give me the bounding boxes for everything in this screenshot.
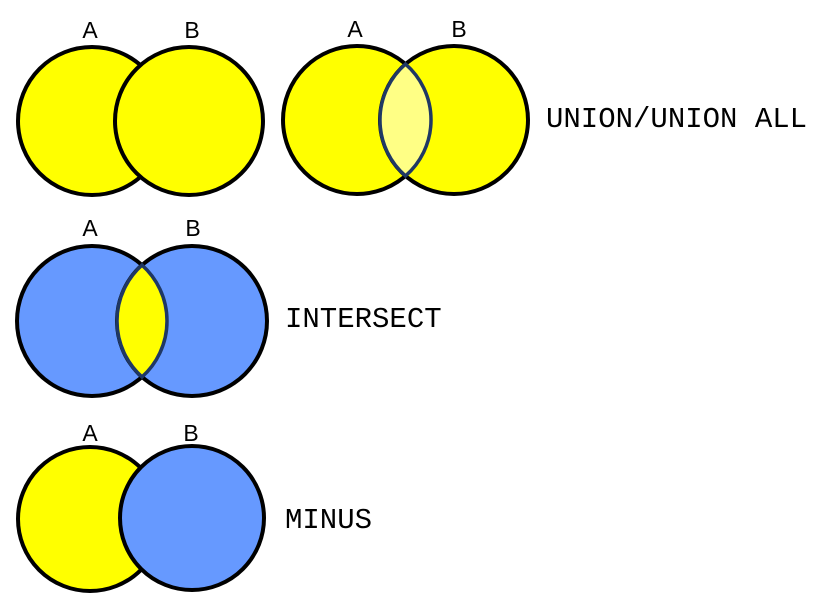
minus-row: A B MINUS	[16, 420, 372, 593]
union-diagram-left: A B	[16, 17, 265, 197]
minus-circle-b	[118, 444, 266, 592]
operation-label-union: UNION/UNION ALL	[546, 103, 807, 136]
union-right-label-a: A	[347, 16, 363, 42]
union-left-label-b: B	[184, 17, 199, 43]
operation-label-intersect: INTERSECT	[285, 303, 442, 336]
intersect-label-b: B	[185, 215, 200, 241]
operation-label-minus: MINUS	[285, 504, 372, 537]
union-right-label-b: B	[451, 16, 466, 42]
intersect-overlap-lens	[115, 262, 169, 380]
minus-label-a: A	[82, 420, 98, 446]
intersect-row: A B INTERSECT	[15, 215, 442, 398]
union-diagram-right: A B	[281, 16, 530, 196]
minus-label-b: B	[183, 420, 198, 446]
minus-diagram: A B	[16, 420, 266, 593]
union-row: A B A B UNION/UNION ALL	[16, 16, 807, 197]
intersect-diagram: A B	[15, 215, 269, 398]
intersect-label-a: A	[82, 215, 98, 241]
union-left-circle-b	[113, 45, 265, 197]
union-overlap-lens	[378, 61, 433, 179]
union-left-label-a: A	[82, 17, 98, 43]
